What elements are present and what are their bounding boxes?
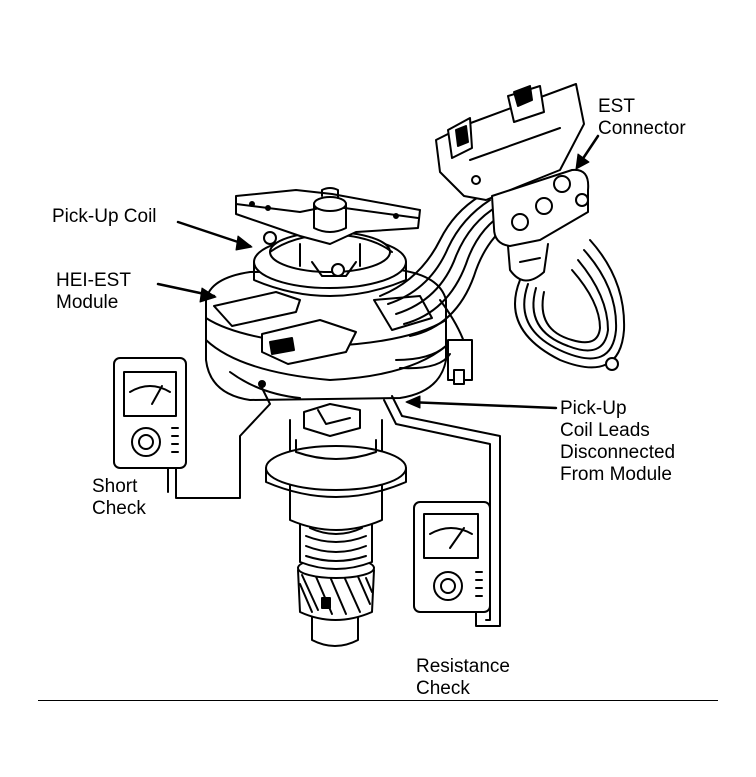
label-est-connector: EST Connector [598, 96, 686, 139]
distributor-housing [205, 269, 447, 401]
harness-wires [379, 195, 515, 385]
test-leads [167, 387, 501, 627]
bottom-rule [38, 700, 718, 701]
est-connector-plug [491, 168, 590, 282]
label-pickup-coil-leads: Pick-Up Coil Leads Disconnected From Mod… [560, 398, 676, 485]
callout-hei-est-module [156, 282, 217, 303]
shaft-spring [299, 521, 373, 570]
callout-est-connector [575, 134, 600, 170]
callout-pickup-coil [176, 220, 253, 251]
short-check-meter [113, 357, 187, 469]
label-pickup-coil: Pick-Up Coil [52, 206, 157, 227]
callout-pickup-coil-leads [405, 395, 558, 410]
pickup-coil-assembly [253, 231, 407, 297]
label-hei-est-module: HEI-EST Module [56, 270, 131, 313]
harness-loop [514, 239, 626, 371]
top-plate [235, 187, 421, 245]
housing-collar [265, 403, 407, 531]
drive-gear [297, 557, 375, 647]
resistance-check-meter [413, 501, 491, 613]
label-resistance-check: Resistance Check [416, 656, 510, 699]
est-bracket [435, 83, 585, 201]
label-short-check: Short Check [92, 476, 146, 519]
